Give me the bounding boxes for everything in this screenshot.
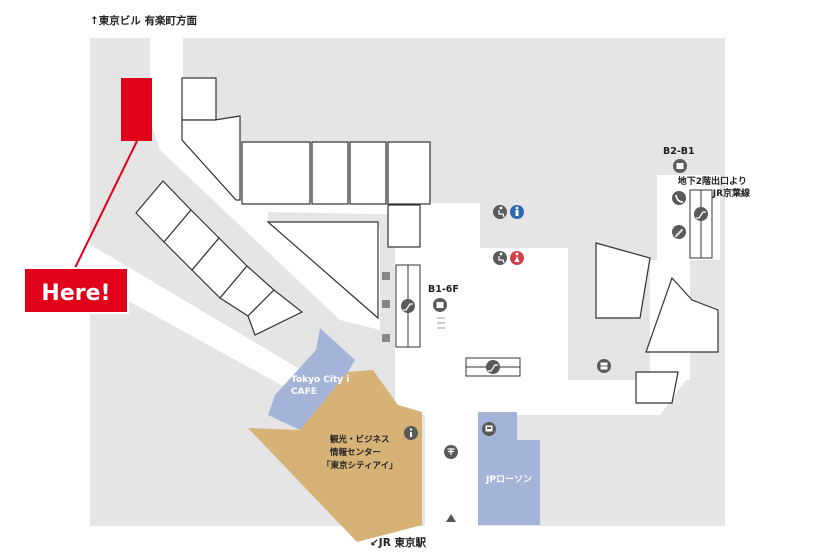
cafe-label-line2: CAFE [291,387,317,397]
stairs-icon [672,225,686,239]
stairs-main [437,317,445,329]
atm-icon [482,422,496,436]
shop-area[interactable] [478,412,540,525]
transfer-note: 地下2階出口より JR京葉線 [678,175,750,199]
shop-label: JPローソン [485,474,532,485]
north-direction-label: ↑東京ビル 有楽町方面 [90,14,197,27]
escalator-icon [694,207,708,221]
transfer-note-line1: 地下2階出口より [678,175,747,187]
info-center-label-line3: 「東京シティアイ」 [322,460,398,471]
post-icon [444,445,458,459]
cafe-area[interactable] [268,328,355,430]
escalator-icon [486,360,500,374]
info-center-area[interactable] [248,370,422,542]
elevator-east-floors: B2-B1 [663,146,695,157]
entrance-arrow [446,514,456,522]
south-direction-label: ↙JR 東京駅 [370,536,426,549]
info-center-label: 観光・ビジネス 情報センター 「東京シティアイ」 [322,434,398,471]
coin-locker-icon [597,359,611,373]
wheelchair-icon [493,251,507,265]
pillar [382,272,390,280]
elevator-icon [433,298,447,312]
transfer-note-line2: JR京葉線 [712,187,750,199]
information-icon [404,426,418,440]
cafe-label: Tokyo City i CAFE [291,375,353,397]
mens-restroom-icon [510,205,524,219]
elevator-icon [673,159,687,173]
wheelchair-icon [493,205,507,219]
pillar [382,334,390,342]
info-center-label-line1: 観光・ビジネス [330,434,390,445]
current-location-marker [121,78,152,141]
here-label: Here! [41,281,110,306]
info-center-label-line2: 情報センター [329,447,381,458]
here-badge [23,267,129,314]
diagonal-store-5 [247,289,304,336]
pillar [382,300,390,308]
womens-restroom-icon [510,251,524,265]
store-blocks [135,77,719,404]
cafe-label-line1: Tokyo City i [291,375,349,385]
phone-icon [672,191,686,205]
escalator-icon [401,299,415,313]
elevator-main-floors: B1-6F [428,284,459,295]
marker-leader-line [74,140,138,269]
